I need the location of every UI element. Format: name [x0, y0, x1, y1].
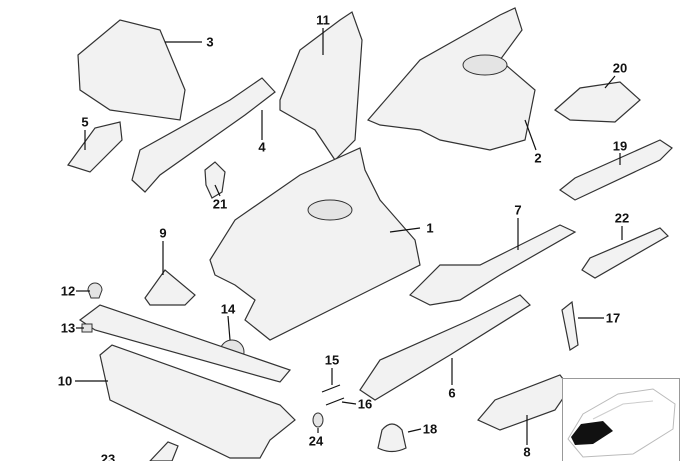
callout-21[interactable]: 21 [212, 196, 228, 212]
callout-3[interactable]: 3 [206, 34, 214, 50]
callout-16[interactable]: 16 [357, 396, 373, 412]
part-17 [561, 300, 579, 351]
car-outline-icon [567, 388, 676, 458]
callout-24[interactable]: 24 [308, 433, 324, 449]
callout-11[interactable]: 11 [316, 12, 330, 28]
part-10 [99, 344, 296, 459]
part-3 [77, 19, 186, 121]
callout-2[interactable]: 2 [534, 150, 542, 166]
part-1-dome [307, 199, 353, 221]
part-8 [477, 374, 571, 431]
callout-8[interactable]: 8 [523, 444, 531, 460]
part-18 [377, 423, 407, 453]
callout-4[interactable]: 4 [258, 139, 266, 155]
callout-6[interactable]: 6 [448, 385, 456, 401]
part-7 [408, 224, 577, 306]
vehicle-locator-inset [562, 378, 680, 461]
callout-12[interactable]: 12 [60, 283, 76, 299]
callout-10[interactable]: 10 [57, 373, 73, 389]
part-19 [558, 139, 673, 201]
part-2 [367, 7, 536, 151]
part-12 [87, 282, 103, 299]
part-4 [131, 77, 276, 193]
part-22 [581, 227, 669, 279]
callout-22[interactable]: 22 [614, 210, 630, 226]
part-24 [312, 412, 324, 428]
callout-20[interactable]: 20 [612, 60, 628, 76]
callout-23[interactable]: 23 [100, 451, 116, 461]
callout-18[interactable]: 18 [422, 421, 438, 437]
callout-17[interactable]: 17 [605, 310, 621, 326]
highlighted-area [571, 421, 613, 445]
callout-14[interactable]: 14 [220, 301, 236, 317]
part-1 [209, 147, 421, 341]
callout-7[interactable]: 7 [514, 202, 522, 218]
part-5 [67, 121, 123, 173]
part-23 [149, 441, 179, 461]
part-6 [359, 294, 531, 401]
leader-lines [75, 28, 623, 445]
callout-9[interactable]: 9 [159, 225, 167, 241]
part-21 [204, 161, 226, 199]
callout-19[interactable]: 19 [612, 138, 628, 154]
part-15-16 [321, 384, 345, 406]
callout-15[interactable]: 15 [324, 352, 340, 368]
callout-1[interactable]: 1 [426, 220, 434, 236]
callout-13[interactable]: 13 [60, 320, 76, 336]
part-20 [554, 81, 641, 123]
part-9 [144, 269, 196, 306]
part-11 [279, 11, 363, 161]
callout-5[interactable]: 5 [81, 114, 89, 130]
part-2-dome [462, 54, 508, 76]
